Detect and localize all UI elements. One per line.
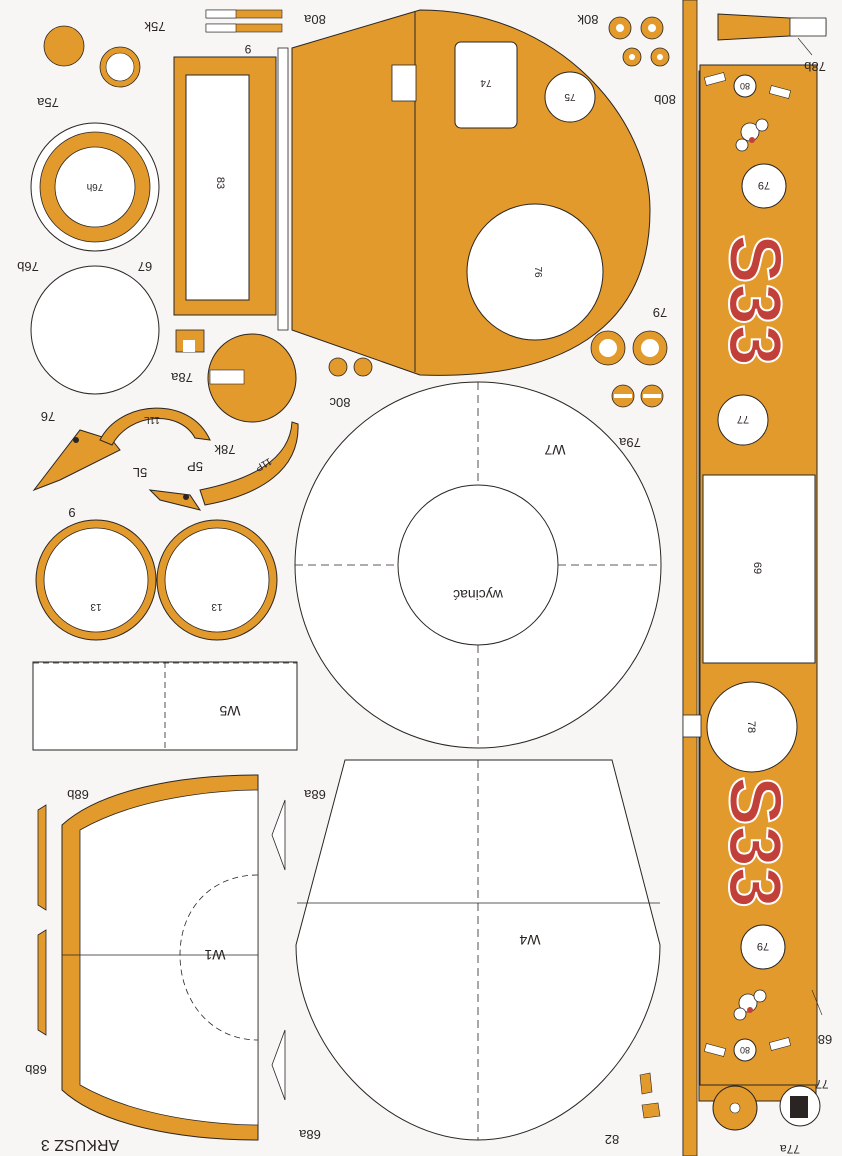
- porthole-79-bottom: [740, 924, 786, 970]
- part-68a-bottom: [271, 1029, 286, 1101]
- label-W5: W5: [219, 703, 240, 719]
- part-83-window: [185, 74, 250, 301]
- part-5L: [32, 429, 121, 492]
- label-78a: 78a: [170, 370, 192, 385]
- label-13-right: 13: [211, 601, 223, 612]
- fuselage-spine: [682, 0, 698, 1156]
- label-68a-bottom: 68a: [298, 1127, 320, 1142]
- label-79-top: 79: [758, 179, 770, 191]
- part-11P: [199, 421, 299, 506]
- label-11L: 11L: [144, 414, 160, 425]
- label-W4: W4: [519, 932, 540, 948]
- label-80-bottom: 80: [740, 1045, 750, 1055]
- porthole-79-top: [741, 163, 787, 209]
- label-79a: 79a: [618, 435, 640, 450]
- ring-80c-1: [328, 357, 348, 377]
- ring-80c-2: [353, 357, 373, 377]
- label-75: 75: [564, 91, 576, 102]
- part-76a-disc: [30, 265, 160, 395]
- part-82-1: [639, 1072, 653, 1095]
- gondola-small-window: [391, 64, 417, 102]
- label-79: 79: [653, 305, 667, 320]
- part-68b-top: [37, 804, 47, 911]
- side-number-bottom: S33: [714, 776, 797, 908]
- part-5P: [148, 489, 202, 511]
- porthole-80-top: [733, 74, 757, 98]
- label-75a: 75a: [36, 95, 58, 110]
- label-9: 9: [244, 42, 251, 56]
- insignia-top: [735, 118, 769, 152]
- label-76b: 76b: [17, 259, 39, 274]
- label-76a: 76: [41, 409, 55, 424]
- porthole-77: [717, 394, 769, 446]
- label-67: 67: [138, 259, 152, 274]
- label-6: 9: [68, 505, 75, 520]
- label-68b-bottom: 68b: [25, 1062, 47, 1077]
- part-75-hatch: [544, 71, 596, 123]
- label-78b: 78b: [804, 59, 826, 74]
- part-74-window: [454, 41, 518, 129]
- fuselage-tab: [768, 85, 792, 99]
- label-5L: 5L: [133, 465, 147, 480]
- part-78k-disc: [207, 333, 297, 423]
- label-68-fuselage: 68: [818, 1032, 832, 1047]
- label-83: 83: [214, 177, 226, 189]
- part-11L: [99, 407, 211, 446]
- label-75k: 75k: [144, 19, 165, 34]
- label-68a-top: 68a: [303, 787, 325, 802]
- fuselage-tab: [703, 72, 727, 86]
- part-78b-tip: [789, 17, 827, 37]
- label-80k: 80k: [577, 12, 598, 27]
- part-W7-cutout: [397, 484, 559, 646]
- label-80-top: 80: [740, 81, 750, 91]
- porthole-78: [706, 681, 798, 773]
- label-76: 76: [532, 266, 543, 278]
- label-68b-top: 68b: [67, 787, 89, 802]
- label-79-bottom: 79: [757, 940, 769, 952]
- part-83-strip: [277, 47, 289, 331]
- tab-square: [682, 714, 702, 738]
- part-68b-bottom: [37, 929, 47, 1036]
- label-13-left: 13: [90, 601, 102, 612]
- part-77-inner: [790, 1096, 808, 1118]
- label-77-fuselage: 77: [737, 413, 749, 425]
- label-78-fuselage: 78: [745, 721, 757, 733]
- fuselage-tab: [703, 1043, 727, 1057]
- porthole-80-bottom: [733, 1038, 757, 1062]
- part-76-window: [466, 203, 604, 341]
- label-74: 74: [480, 77, 492, 88]
- part-68a-top: [271, 799, 286, 871]
- part-82-2: [641, 1102, 661, 1119]
- label-5P: 5P: [187, 459, 203, 474]
- label-80c: 80c: [329, 395, 350, 410]
- cut-out-label: wycinać: [453, 587, 504, 603]
- label-69: 69: [751, 562, 763, 574]
- insignia-bottom: [733, 989, 767, 1021]
- label-W1: W1: [204, 947, 225, 963]
- label-80b: 80b: [654, 92, 676, 107]
- part-75a-disc: [43, 25, 85, 67]
- sheet-title: ARKUSZ 3: [41, 1136, 119, 1153]
- side-number-top: S33: [714, 234, 797, 366]
- label-82: 82: [605, 1132, 619, 1147]
- window-69: [702, 474, 816, 664]
- label-76h: 76h: [87, 181, 104, 192]
- label-77a: 77a: [780, 1142, 800, 1156]
- fuselage-tab: [768, 1037, 792, 1051]
- label-77: 77: [815, 1077, 829, 1091]
- label-78k: 78k: [214, 442, 235, 457]
- label-W7: W7: [544, 442, 565, 458]
- label-80a: 80a: [303, 12, 325, 27]
